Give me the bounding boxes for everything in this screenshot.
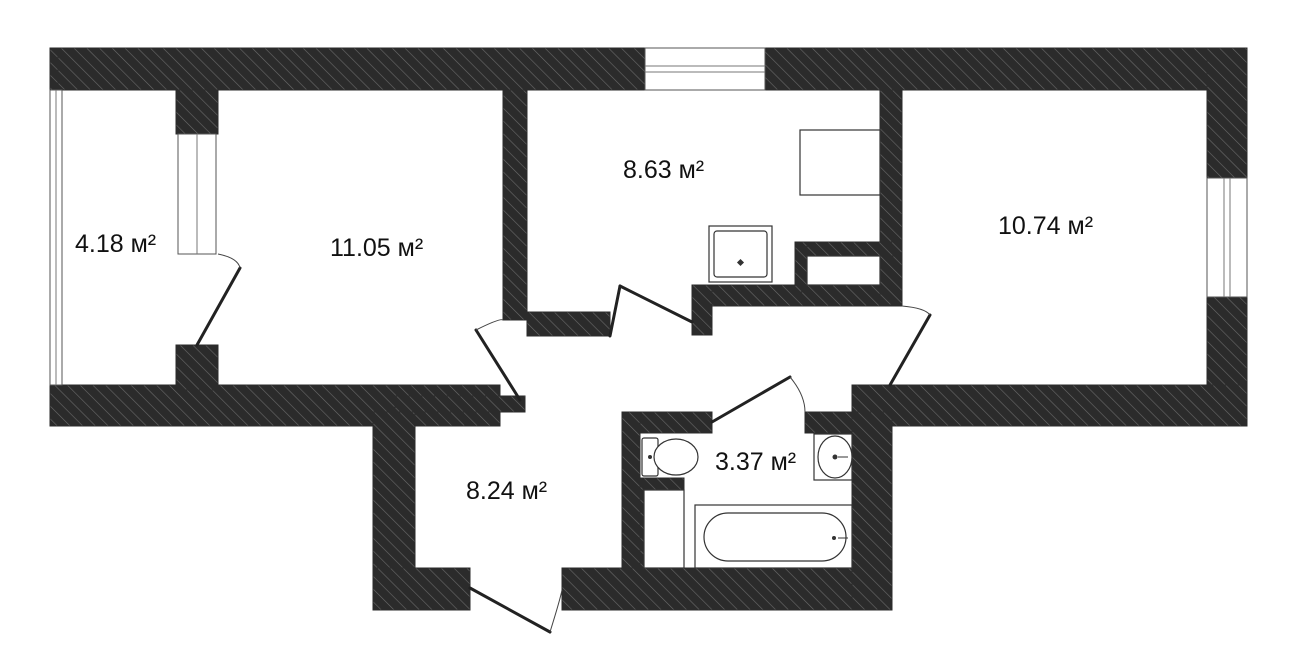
sink-icon — [813, 433, 853, 481]
walls — [49, 47, 1248, 611]
room-area-hallway: 8.24 м² — [466, 477, 547, 505]
wall-hall-bottom-left — [372, 567, 471, 611]
window-kitchen — [644, 47, 766, 91]
stove-icon — [799, 129, 881, 196]
wall-bath-right — [851, 411, 893, 611]
room-area-living-room: 11.05 м² — [330, 234, 423, 262]
wall-hall-bottom-right — [561, 567, 893, 611]
door-kitchen-left — [608, 284, 622, 338]
wall-balcony-top — [175, 89, 219, 135]
wall-balcony-bottom — [175, 344, 219, 391]
wall-living-kitchen — [502, 89, 528, 321]
wall-kitchen-stub — [691, 284, 713, 336]
bath-shaft — [643, 489, 685, 569]
door-entrance — [468, 586, 552, 634]
room-area-bedroom: 10.74 м² — [998, 212, 1093, 240]
window-bedroom — [1206, 177, 1248, 298]
wall-niche-top — [794, 241, 903, 257]
door-balcony — [195, 266, 242, 347]
toilet-icon — [641, 437, 699, 477]
wall-top-right — [764, 47, 1248, 91]
room-area-bathroom: 3.37 м² — [715, 448, 796, 476]
door-bedroom — [888, 313, 932, 387]
kitchen-sink-icon — [708, 225, 773, 283]
door-living-room — [474, 328, 522, 402]
fixtures — [641, 129, 881, 569]
door-bathroom — [710, 375, 792, 424]
room-area-kitchen: 8.63 м² — [623, 156, 704, 184]
room-area-balcony: 4.18 м² — [75, 230, 156, 258]
wall-bath-partition — [639, 477, 685, 491]
wall-hall-top — [394, 395, 526, 413]
wall-top-left — [49, 47, 646, 91]
wall-kitchen-bedroom — [879, 89, 903, 306]
room-labels: 4.18 м² 11.05 м² 8.63 м² 10.74 м² 8.24 м… — [75, 156, 1093, 505]
wall-right-upper — [1206, 47, 1248, 179]
wall-kitchen-bottom-left — [526, 311, 611, 337]
doors — [195, 253, 932, 634]
bathtub-icon — [694, 504, 853, 569]
kitchen-niche — [806, 255, 881, 286]
windows — [49, 47, 1248, 386]
wall-niche-left — [794, 241, 808, 293]
wall-bottom-right — [851, 384, 1248, 427]
wall-bath-left — [621, 411, 641, 569]
door-kitchen-right — [618, 284, 694, 324]
